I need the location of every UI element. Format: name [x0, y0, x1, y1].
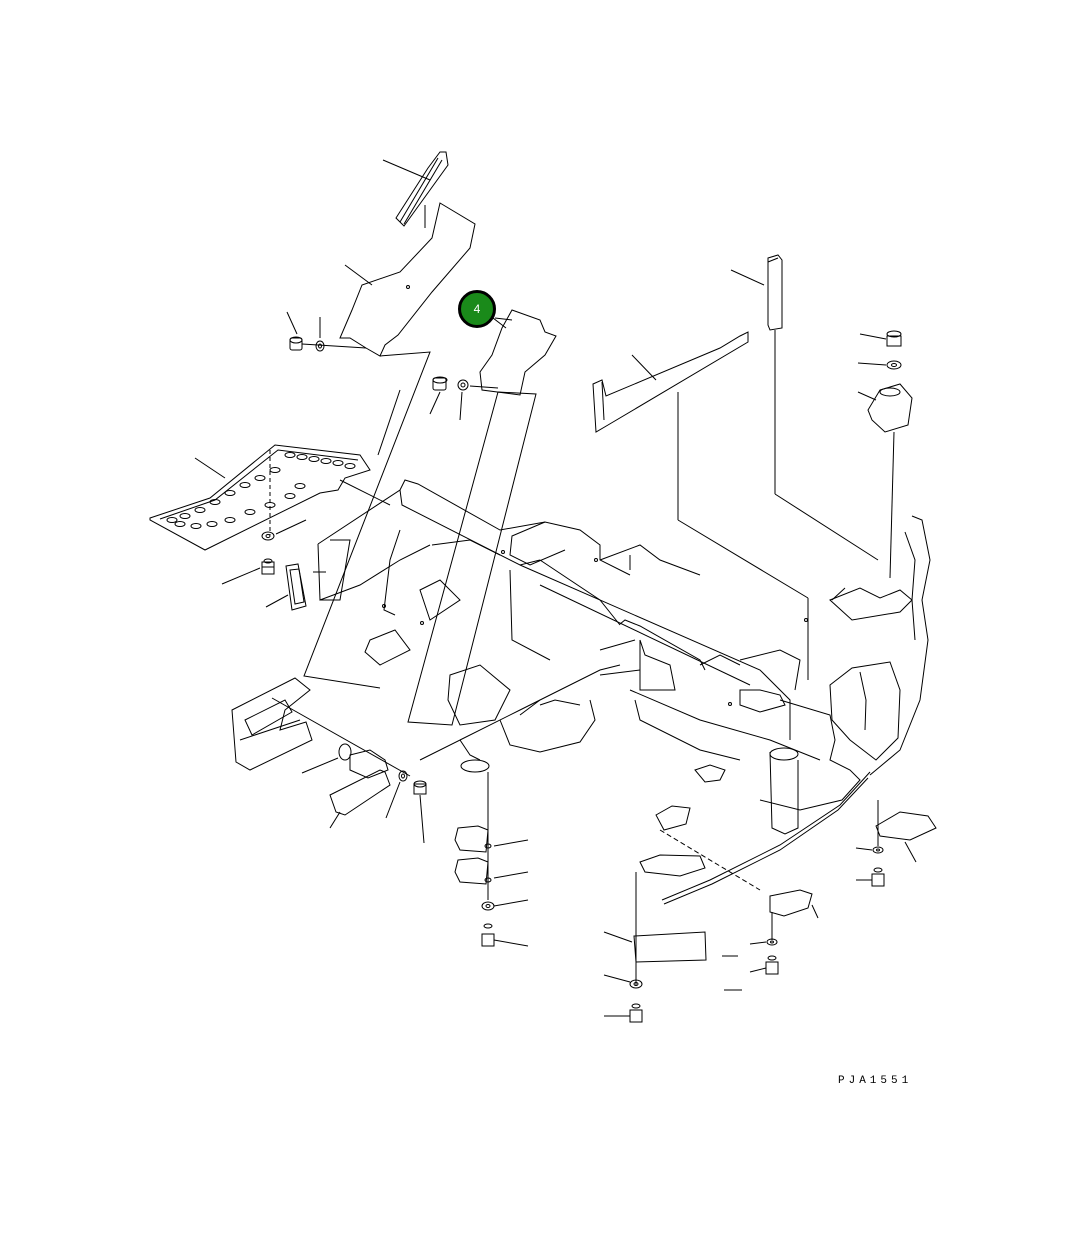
- cover-plate-far-right: [855, 800, 937, 887]
- bolt-washer-center: [429, 376, 499, 421]
- callout-badge[interactable]: 4: [458, 290, 496, 328]
- upper-cover-panel: [339, 202, 476, 357]
- bolt-washer-upper-left: [286, 311, 367, 352]
- vertical-strip-part: [730, 254, 879, 561]
- rubber-strip-part: [382, 151, 449, 227]
- angle-strip-part: [592, 331, 809, 680]
- plate-holes: [166, 452, 356, 529]
- callout-label: 4: [473, 302, 481, 316]
- counterweight-edge: [661, 771, 871, 905]
- cover-plates-lower-center: [454, 759, 529, 947]
- plate-bolt-washer: [221, 519, 307, 585]
- assembly-leader-lines: [303, 351, 537, 726]
- center-cover-panel: [479, 309, 557, 396]
- revolving-frame: [231, 479, 931, 835]
- callout-leader: [492, 317, 507, 329]
- perforated-floor-plate: [149, 444, 391, 551]
- lower-side-cover: [271, 697, 427, 844]
- cover-plates-lower-right: [603, 805, 819, 1023]
- figure-code: PJA1551: [838, 1075, 913, 1087]
- bracket-bolt-right: [857, 330, 913, 579]
- rubber-pad-part: [265, 563, 326, 611]
